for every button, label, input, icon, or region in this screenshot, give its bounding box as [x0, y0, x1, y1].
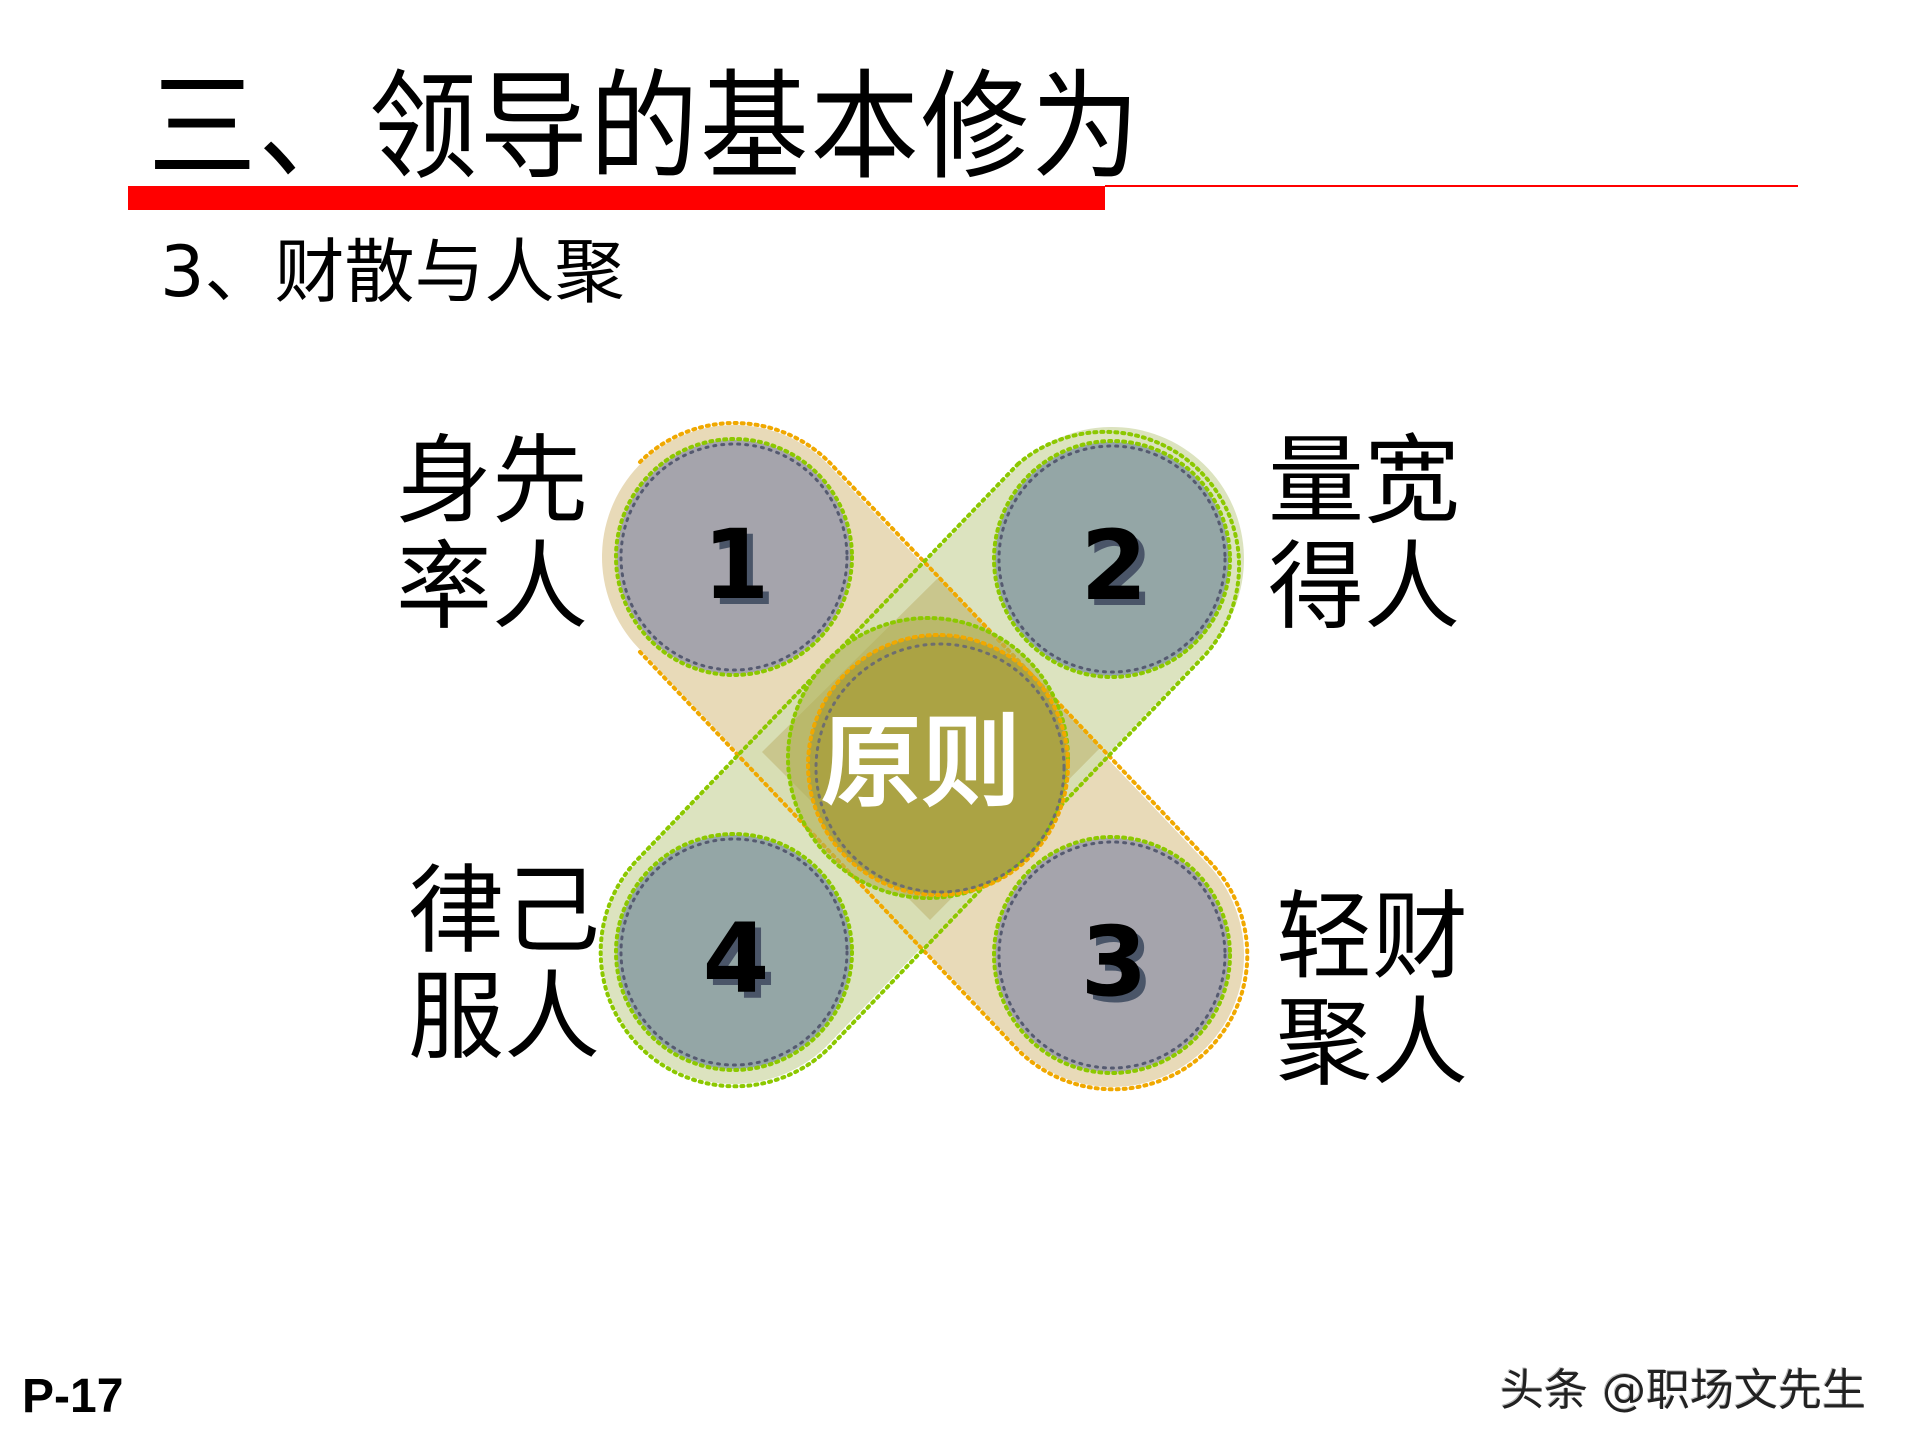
center-label: 原则 [821, 704, 1021, 821]
item-number: 2 [1081, 510, 1148, 622]
item-number: 3 [1081, 906, 1148, 1018]
circle-item-3: 3 3 [992, 835, 1232, 1075]
label-convince-by-self-discipline: 律己服人 [408, 855, 600, 1073]
item-number-shadow: 3 [1087, 912, 1154, 1024]
watermark: 头条 @职场文先生 [1500, 1365, 1866, 1416]
item-number-shadow: 4 [709, 909, 776, 1021]
title-underline-thick [128, 186, 1105, 210]
label-win-by-generosity: 量宽得人 [1268, 425, 1460, 643]
center-circle: 原则 [786, 616, 1070, 900]
label-lead-by-example: 身先率人 [396, 425, 588, 643]
item-number: 1 [703, 509, 770, 621]
label-gather-by-sharing-wealth: 轻财聚人 [1276, 881, 1468, 1099]
item-number-shadow: 2 [1087, 516, 1154, 628]
item-number-shadow: 1 [709, 515, 776, 627]
page-number: P-17 [22, 1370, 124, 1423]
title-underline-thin [1105, 185, 1798, 187]
item-number: 4 [703, 903, 770, 1015]
circle-item-4: 4 4 [614, 832, 854, 1072]
slide-title: 三、领导的基本修为 [148, 58, 1142, 196]
circle-item-2: 2 2 [992, 439, 1232, 679]
circle-item-1: 1 1 [614, 437, 854, 677]
slide-subtitle: 3、财散与人聚 [160, 231, 625, 313]
